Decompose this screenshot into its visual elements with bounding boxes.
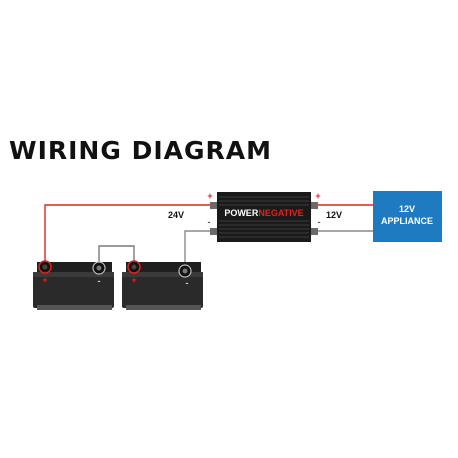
series-link-wire <box>98 245 135 268</box>
diagram-title: WIRING DIAGRAM <box>9 136 272 165</box>
converter-output-minus: - <box>318 217 321 227</box>
appliance-label: APPLIANCE <box>381 216 433 226</box>
battery-2: + - <box>122 260 203 310</box>
brand-negative: NEGATIVE <box>258 208 303 218</box>
appliance-voltage: 12V <box>399 204 415 214</box>
battery-2-minus-label: - <box>186 278 189 288</box>
converter-brand: POWERNEGATIVE <box>224 208 303 218</box>
negative-input-wire <box>184 230 214 271</box>
brand-power: POWER <box>224 208 259 218</box>
output-voltage-label: 12V <box>326 210 342 220</box>
converter-input-minus: - <box>208 217 211 227</box>
battery-1-plus-label: + <box>42 275 47 285</box>
converter: POWERNEGATIVE + - + - <box>207 191 321 242</box>
converter-output-plus: + <box>315 191 320 201</box>
positive-input-wire <box>44 204 214 264</box>
input-voltage-label: 24V <box>168 210 184 220</box>
appliance-box: 12V APPLIANCE <box>373 191 442 242</box>
battery-1: + - <box>33 260 114 310</box>
battery-1-minus-label: - <box>98 276 101 286</box>
converter-input-plus: + <box>207 191 212 201</box>
battery-2-plus-label: + <box>131 275 136 285</box>
